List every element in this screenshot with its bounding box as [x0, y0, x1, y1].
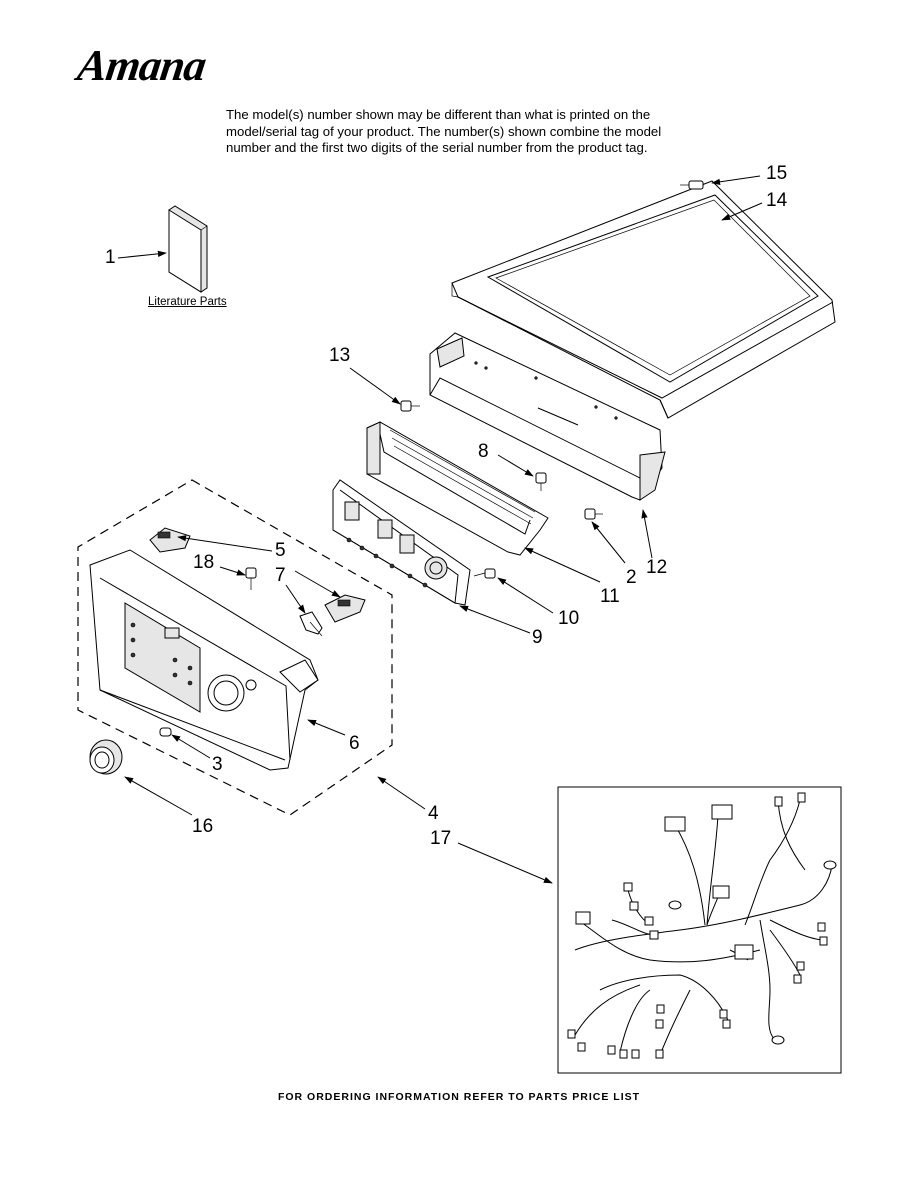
callout-15: 15 [766, 163, 788, 184]
literature-booklet [168, 205, 208, 293]
callout-14: 14 [766, 190, 788, 211]
notice-line-2: model/serial tag of your product. The nu… [226, 123, 662, 139]
callout-3: 3 [212, 754, 223, 775]
console-bracket [429, 332, 666, 501]
callout-12: 12 [646, 557, 668, 578]
callout-4: 4 [428, 803, 439, 824]
callout-9: 9 [532, 627, 543, 648]
callout-7: 7 [275, 565, 286, 586]
leader-lines [117, 175, 763, 884]
screw-8 [535, 472, 547, 491]
screw-2 [584, 508, 603, 520]
callout-6: 6 [349, 733, 360, 754]
control-board [332, 479, 471, 606]
switch-7 [299, 611, 323, 637]
screw-10 [473, 568, 496, 579]
console-panel [89, 549, 319, 771]
callout-1: 1 [105, 247, 116, 268]
ordering-info-footer: FOR ORDERING INFORMATION REFER TO PARTS … [277, 1091, 641, 1103]
callout-5: 5 [275, 540, 286, 561]
callout-8: 8 [478, 441, 489, 462]
callout-10: 10 [558, 608, 580, 629]
callout-11: 11 [600, 586, 620, 607]
callout-17: 17 [430, 828, 452, 849]
console-assembly-boundary [77, 479, 393, 816]
callout-16: 16 [192, 816, 214, 837]
wire-harness [567, 792, 837, 1059]
clip-5-upper [149, 527, 191, 553]
screw-13 [400, 400, 420, 412]
callout-18: 18 [193, 552, 215, 573]
notice-line-1: The model(s) number shown may be differe… [226, 107, 651, 122]
knob-16 [89, 739, 123, 775]
notice-line-3: number and the first two digits of the s… [226, 140, 648, 156]
wire-harness-box [557, 786, 842, 1074]
pin-3 [159, 727, 172, 737]
clip-5-lower [324, 594, 366, 623]
model-number-notice: The model(s) number shown may be differe… [226, 107, 706, 157]
screw-15 [680, 180, 704, 190]
literature-parts-label: Literature Parts [148, 296, 227, 308]
callout-13: 13 [329, 345, 351, 366]
callout-2: 2 [626, 567, 637, 588]
top-panel [451, 180, 836, 419]
console-frame [366, 421, 549, 556]
screw-18 [245, 567, 257, 590]
